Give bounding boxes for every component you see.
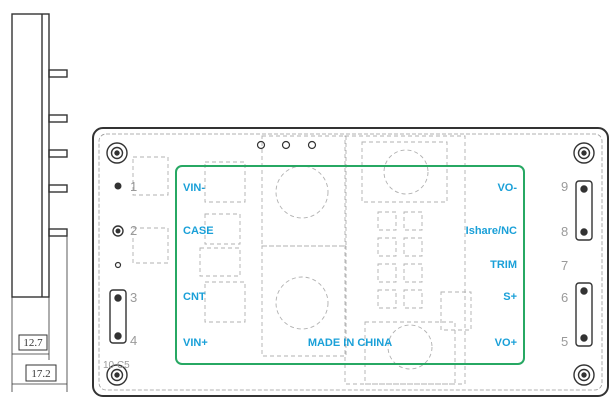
dim-box-17-2 [25, 364, 57, 382]
slot-right-upper [575, 180, 593, 241]
pin-number-8: 8 [561, 224, 568, 239]
side-view [11, 13, 68, 392]
pin-label-vo-plus: VO+ [495, 337, 517, 349]
top-hole-1 [256, 140, 266, 150]
pin-label-ishare: Ishare/NC [466, 225, 517, 237]
pin-label-vo-minus: VO- [497, 182, 517, 194]
dim-box-12-7 [18, 334, 48, 351]
top-hole-3 [307, 140, 317, 150]
top-view: 1 2 3 4 9 8 7 6 5 10 C5 VIN- CASE CNT VI… [92, 127, 609, 397]
pin-number-5: 5 [561, 334, 568, 349]
pin-number-1: 1 [130, 179, 137, 194]
pin-number-9: 9 [561, 179, 568, 194]
side-pin-5 [48, 228, 68, 237]
slot-left [109, 289, 127, 344]
side-pin-2 [48, 114, 68, 123]
pin-hole-1 [114, 182, 122, 190]
made-in-china-marking: MADE IN CHINA [308, 337, 392, 349]
pin-label-vin-plus: VIN+ [183, 337, 208, 349]
side-pin-4 [48, 184, 68, 193]
corner-label: 10 C5 [103, 360, 130, 371]
top-hole-2 [281, 140, 291, 150]
internal-components [132, 135, 472, 385]
pin-label-case: CASE [183, 225, 214, 237]
pin-label-cnt: CNT [183, 291, 206, 303]
pin-number-3: 3 [130, 290, 137, 305]
pin-hole-3 [114, 261, 122, 269]
side-view-body [11, 13, 50, 298]
dim-text-17-2: 17.2 [31, 368, 50, 380]
screw-bottom-left [106, 364, 128, 386]
pin-number-7: 7 [561, 258, 568, 273]
module-outline [92, 127, 609, 397]
pin-label-trim: TRIM [490, 259, 517, 271]
pin-number-6: 6 [561, 290, 568, 305]
pin-number-4: 4 [130, 333, 137, 348]
pcb-outline [175, 165, 525, 365]
dim-text-12-7: 12.7 [23, 337, 43, 349]
screw-bottom-right [573, 364, 595, 386]
slot-right-lower [575, 282, 593, 347]
module-outline-inner [98, 133, 603, 391]
pin-hole-2 [112, 225, 124, 237]
pin-number-2: 2 [130, 223, 137, 238]
side-pin-3 [48, 149, 68, 158]
screw-top-right [573, 142, 595, 164]
pin-label-s-plus: S+ [503, 291, 517, 303]
screw-top-left [106, 142, 128, 164]
pin-label-vin-minus: VIN- [183, 182, 205, 194]
side-pin-1 [48, 69, 68, 78]
